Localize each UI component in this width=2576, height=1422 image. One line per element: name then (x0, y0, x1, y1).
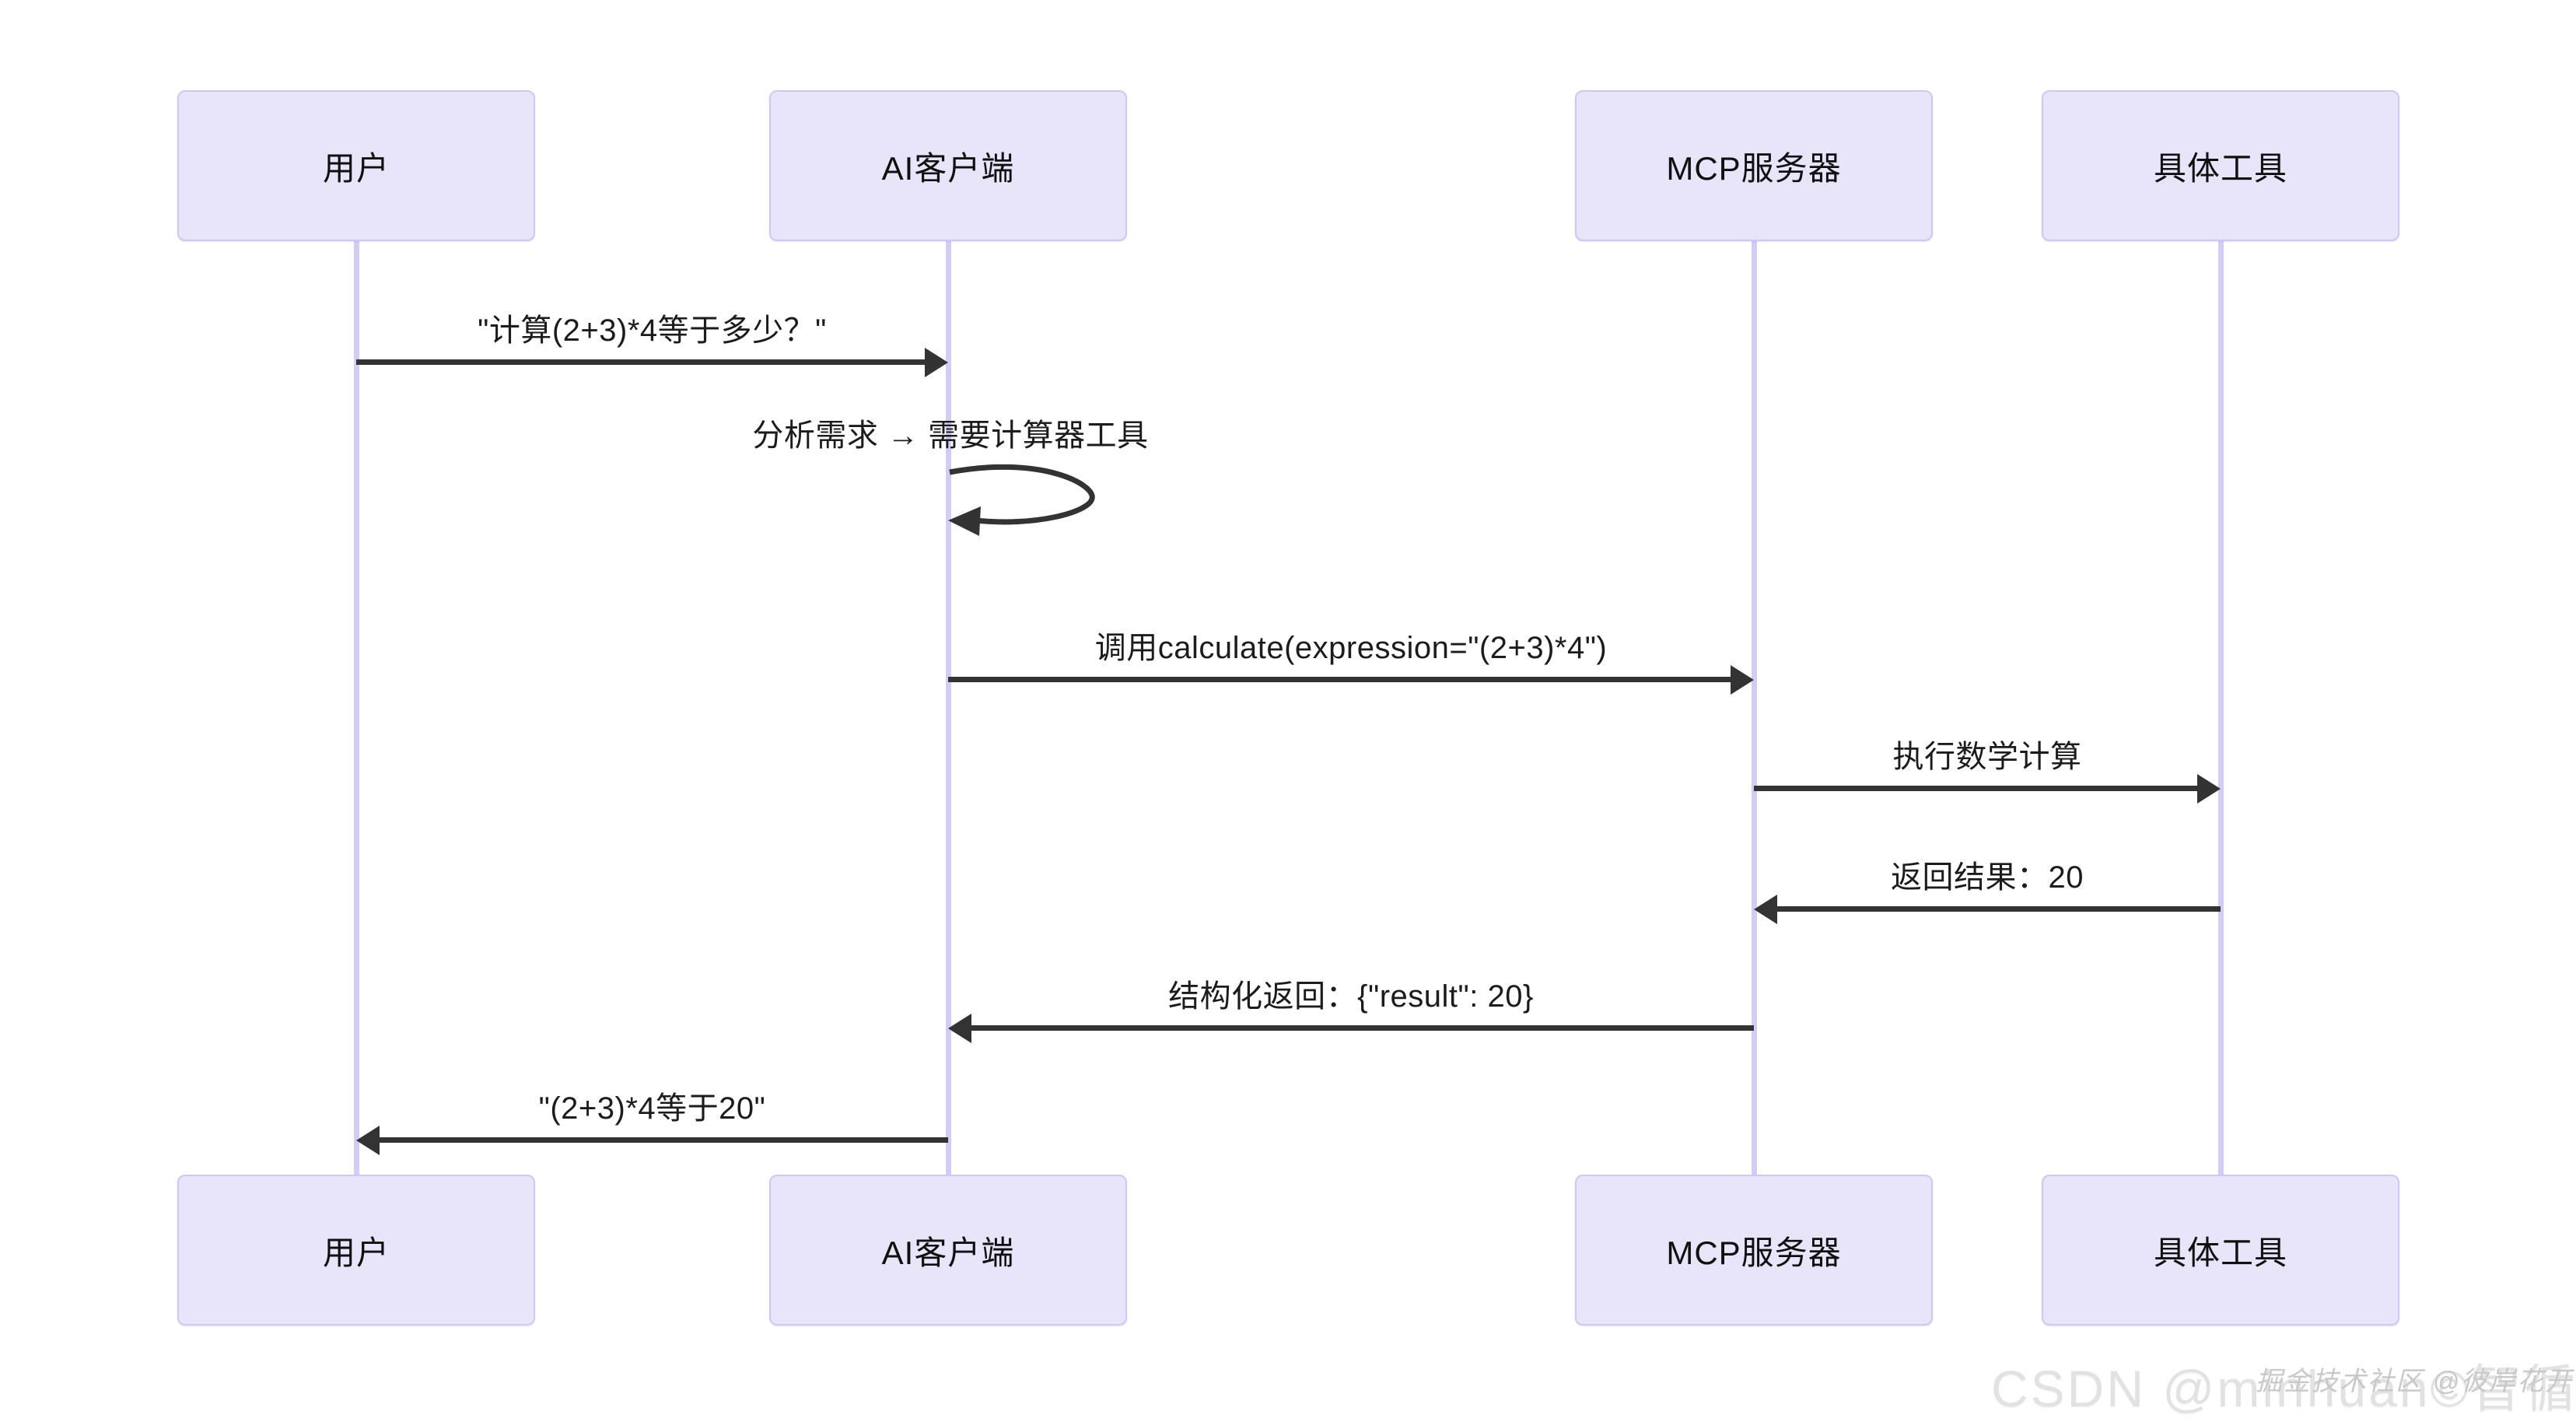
participant-server-top[interactable]: MCP服务器 (1575, 90, 1933, 241)
lifeline-user (354, 241, 359, 1175)
message-line (948, 677, 1732, 682)
arrow-head-right (1731, 664, 1754, 695)
participant-label: 具体工具 (2153, 1234, 2287, 1271)
lifeline-client (946, 241, 951, 1175)
participant-label: 用户 (322, 1234, 390, 1271)
arrow-head-left (1754, 894, 1777, 924)
arrow-head-right (2197, 773, 2221, 804)
participant-label: AI客户端 (881, 1234, 1015, 1271)
message-label: 分析需求 → 需要计算器工具 (752, 419, 1149, 453)
message-label: "计算(2+3)*4等于多少？" (478, 313, 827, 348)
participant-tool-top[interactable]: 具体工具 (2042, 90, 2399, 241)
lifeline-server (1752, 241, 1757, 1175)
participant-label: MCP服务器 (1666, 1234, 1842, 1271)
participant-label: MCP服务器 (1666, 149, 1842, 187)
participant-user-bottom[interactable]: 用户 (177, 1175, 535, 1326)
message-line (1754, 786, 2199, 791)
message-line (378, 1137, 948, 1143)
message-label: "(2+3)*4等于20" (538, 1091, 766, 1126)
lifeline-tool (2218, 241, 2224, 1175)
message-line (1776, 906, 2221, 912)
participant-client-top[interactable]: AI客户端 (769, 90, 1127, 241)
arrow-head-left (948, 1013, 971, 1043)
message-label: 返回结果：20 (1891, 860, 2084, 895)
message-label: 结构化返回：{"result": 20} (1168, 979, 1534, 1014)
self-loop-arrow (948, 464, 1095, 536)
arrow-head-right (925, 347, 948, 377)
message-label: 执行数学计算 (1892, 740, 2082, 774)
message-line (356, 359, 926, 365)
message-line (970, 1025, 1754, 1031)
message-label: 调用calculate(expression="(2+3)*4") (1094, 631, 1608, 665)
participant-label: AI客户端 (881, 149, 1015, 187)
participant-label: 具体工具 (2153, 149, 2287, 187)
participant-label: 用户 (322, 149, 390, 187)
arrow-head-left (356, 1125, 380, 1155)
participant-user-top[interactable]: 用户 (177, 90, 535, 241)
participant-tool-bottom[interactable]: 具体工具 (2042, 1175, 2399, 1326)
participant-server-bottom[interactable]: MCP服务器 (1575, 1175, 1933, 1326)
participant-client-bottom[interactable]: AI客户端 (769, 1175, 1127, 1326)
